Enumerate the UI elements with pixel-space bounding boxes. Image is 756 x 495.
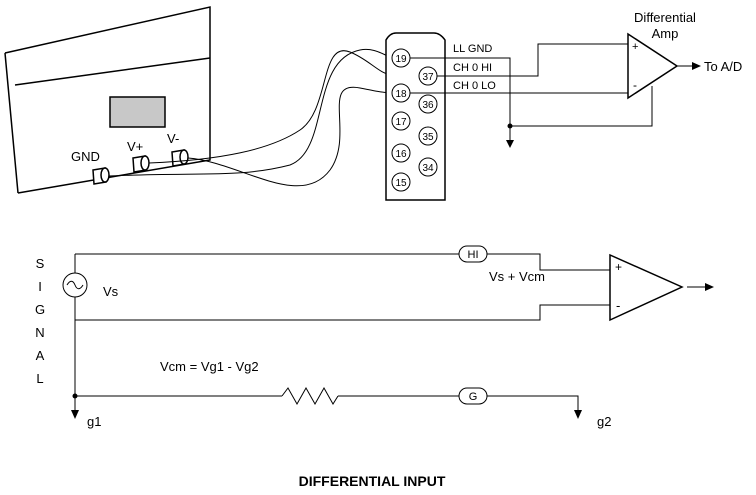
bottom-diff-amp	[609, 253, 684, 322]
twisted-cable	[108, 48, 394, 187]
g2-label: g2	[597, 414, 611, 429]
top-junction-dot	[507, 123, 513, 129]
pin-35	[418, 126, 438, 146]
terminal-gnd	[92, 167, 110, 185]
pin-34-label: 34	[422, 163, 434, 174]
pin-15-label: 15	[395, 178, 407, 189]
vs-label: Vs	[103, 284, 119, 299]
vs-plus-vcm-label: Vs + Vcm	[489, 269, 545, 284]
diagram-caption: DIFFERENTIAL INPUT	[299, 473, 446, 489]
bottom-amp-minus: -	[616, 298, 620, 313]
pin-17-label: 17	[395, 117, 407, 128]
gnd-label: GND	[71, 149, 100, 164]
pin-16-label: 16	[395, 149, 407, 160]
g1-ground-arrow	[71, 410, 79, 419]
hi-terminal	[458, 245, 488, 263]
terminal-vplus	[132, 155, 150, 173]
signal-letter-g: G	[35, 302, 45, 317]
pin-15	[391, 172, 411, 192]
pin-36	[418, 94, 438, 114]
ll-gnd-label: LL GND	[453, 43, 492, 55]
ch0-hi-label: CH 0 HI	[453, 62, 492, 74]
top-amp-plus: +	[632, 41, 638, 53]
connector-wiring	[410, 43, 653, 142]
top-ground-arrow	[506, 140, 514, 148]
g1-label: g1	[87, 414, 101, 429]
terminal-vminus	[171, 149, 189, 167]
top-amp-minus: -	[633, 78, 637, 92]
vcm-equation: Vcm = Vg1 - Vg2	[160, 359, 259, 374]
signal-letter-a: A	[36, 348, 45, 363]
signal-letter-n: N	[35, 325, 44, 340]
amp-title-line1: Differential	[634, 10, 696, 25]
pin-19-label: 19	[395, 54, 407, 65]
g1-junction-dot	[72, 393, 78, 399]
signal-letter-l: L	[36, 371, 43, 386]
g-terminal	[458, 387, 488, 405]
pin-34	[418, 157, 438, 177]
bottom-amp-output-arrow	[705, 283, 714, 291]
ac-source-symbol	[66, 280, 84, 290]
pin-16	[391, 143, 411, 163]
bottom-amp-plus: +	[615, 260, 622, 274]
pin-17	[391, 111, 411, 131]
bottom-wiring	[74, 253, 712, 412]
pin-18-label: 18	[395, 89, 407, 100]
signal-letter-s: S	[36, 256, 45, 271]
signal-letter-i: I	[38, 279, 42, 294]
signal-source-box	[4, 6, 211, 194]
pin-35-label: 35	[422, 132, 434, 143]
g-label: G	[469, 391, 478, 403]
amp-title-line2: Amp	[652, 26, 679, 41]
ch0-lo-label: CH 0 LO	[453, 80, 496, 92]
pin-36-label: 36	[422, 100, 434, 111]
vplus-label: V+	[127, 139, 143, 154]
vminus-label: V-	[167, 131, 179, 146]
g2-ground-arrow	[574, 410, 582, 419]
to-ad-label: To A/D	[704, 59, 742, 74]
top-diff-amp	[627, 32, 679, 100]
hi-label: HI	[468, 249, 479, 261]
pin-37-label: 37	[422, 72, 434, 83]
